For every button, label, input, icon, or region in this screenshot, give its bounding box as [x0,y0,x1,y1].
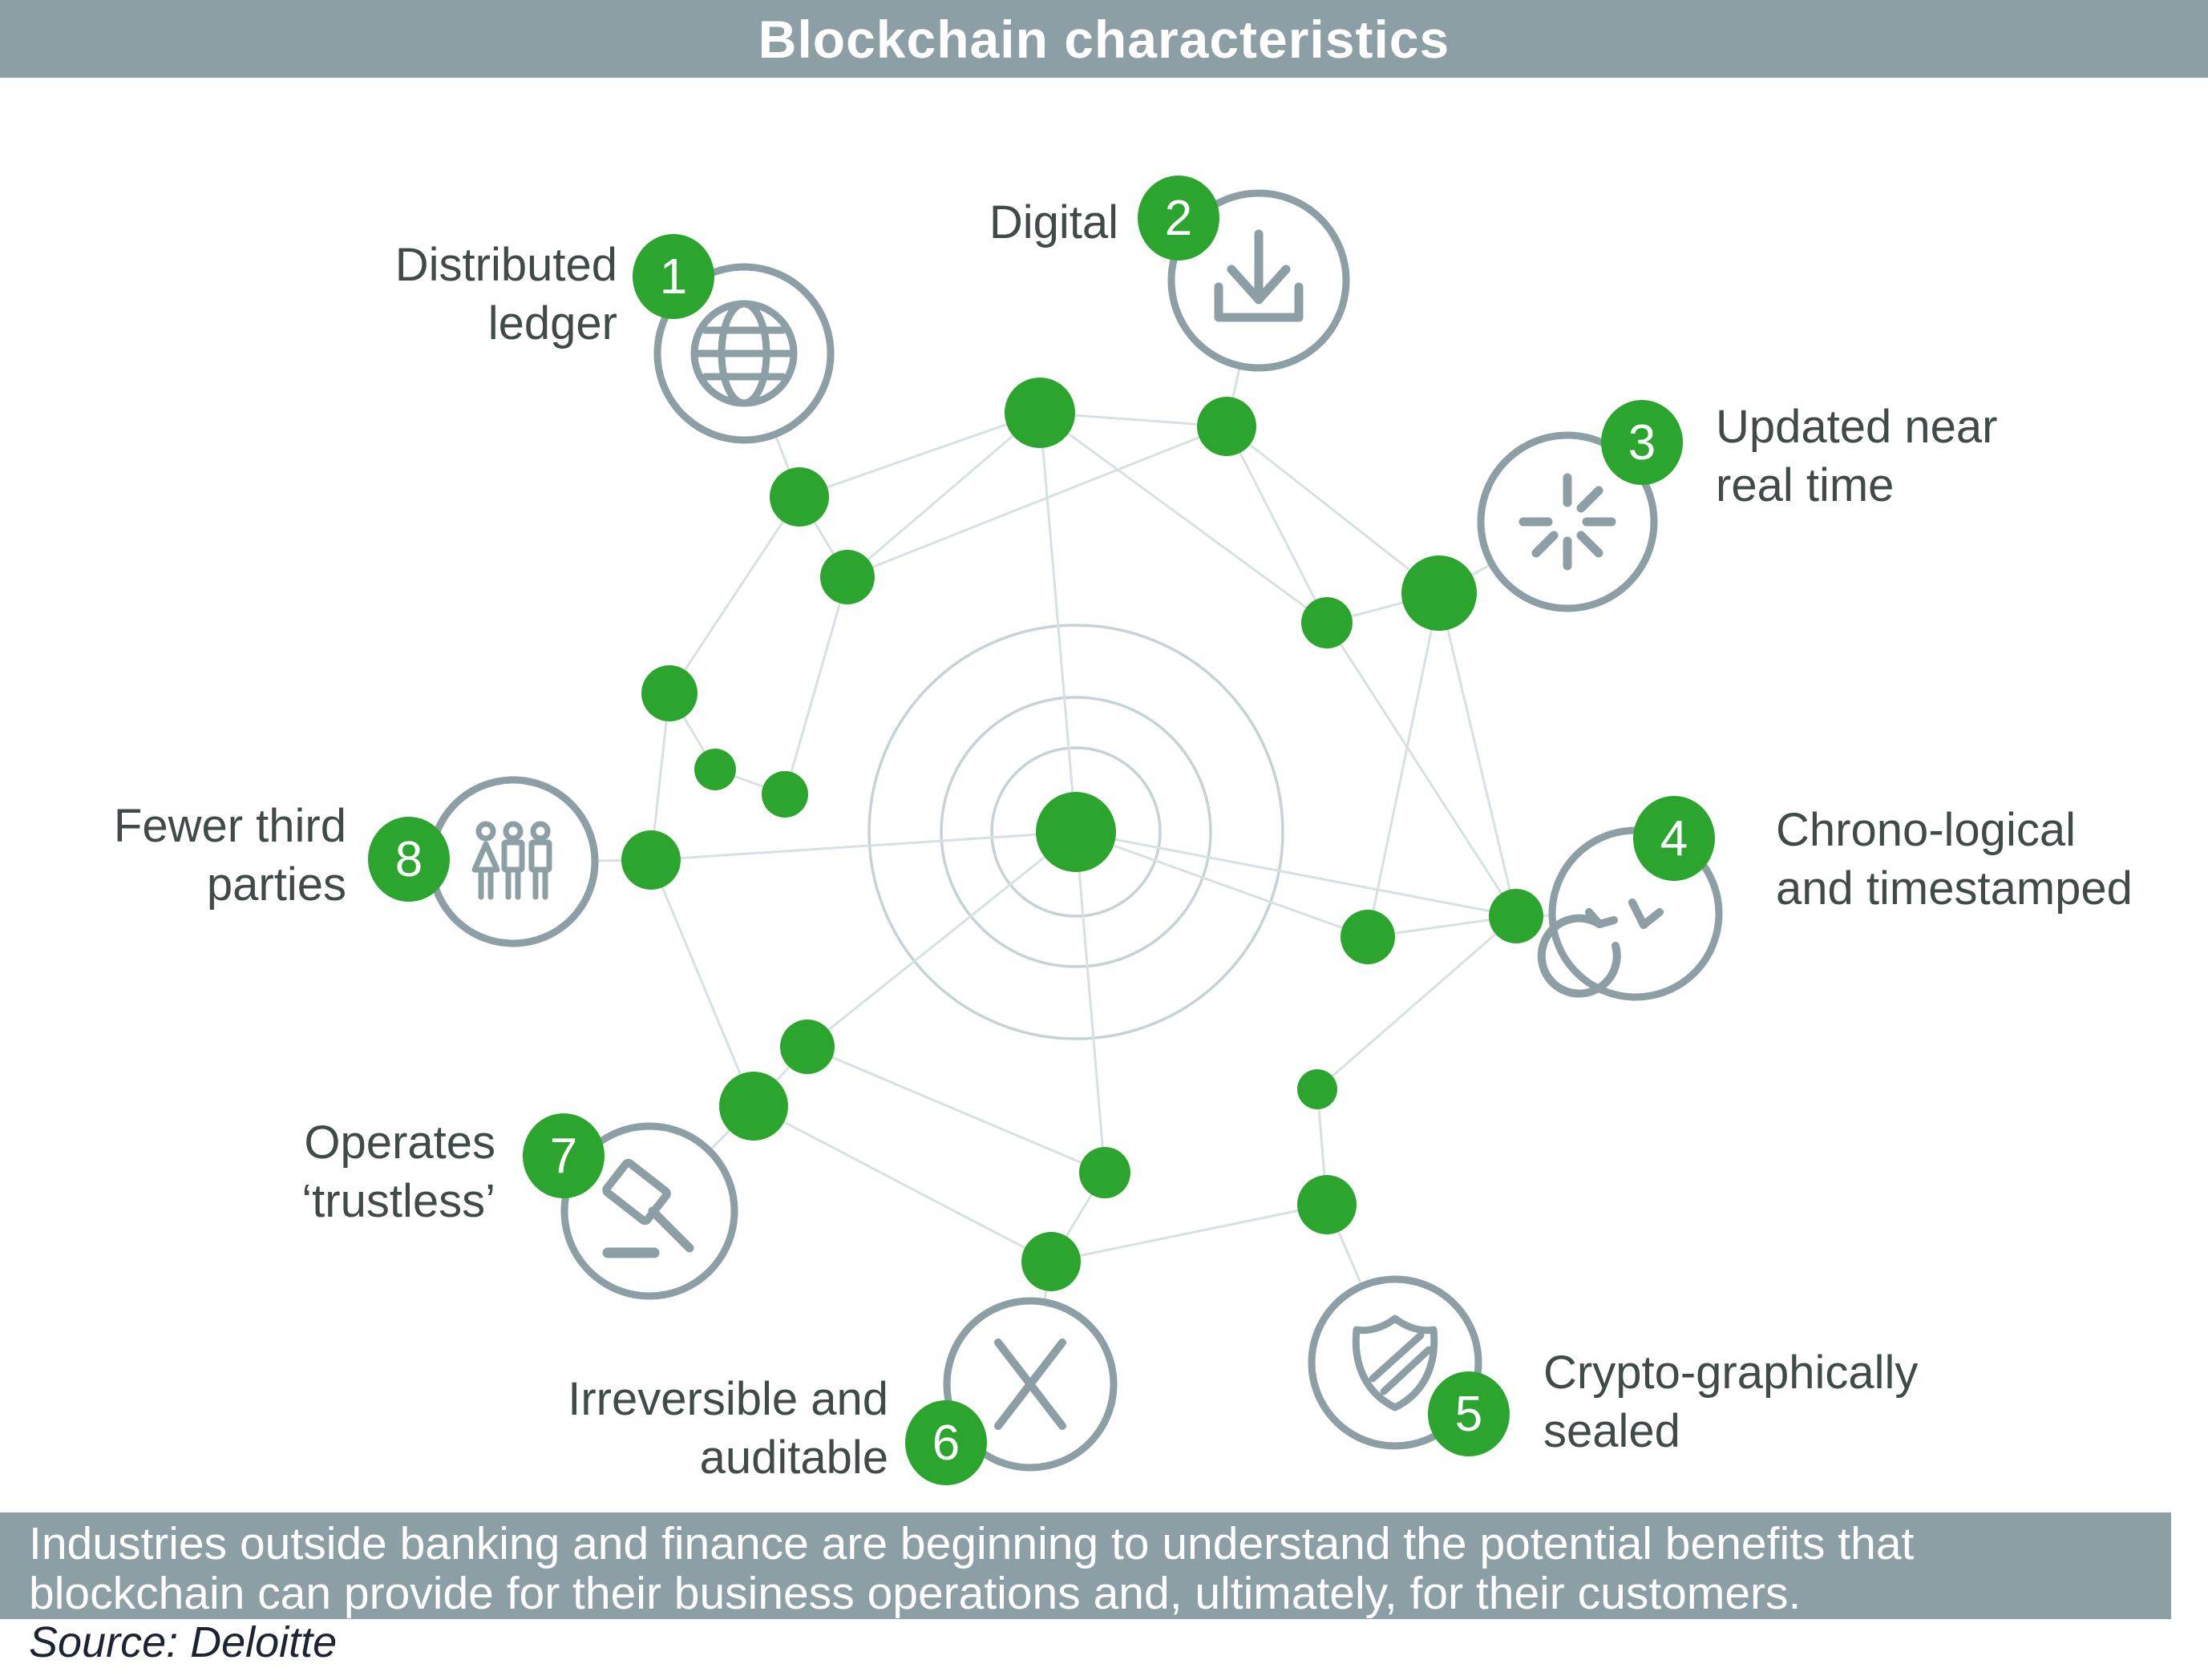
network-node [719,1072,788,1141]
network-node [621,830,681,890]
network-node [1297,1175,1357,1234]
source-credit: Source: Deloitte [29,1618,338,1666]
network-node [770,467,829,527]
badge-3: 3 [1601,400,1683,485]
label-cryptographically-sealed: Crypto-graphically sealed [1543,1347,1919,1457]
badge-number: 2 [1164,190,1193,246]
label-fewer-third-parties: Fewer third parties [113,800,346,911]
label-distributed-ledger: Distributed ledger [394,239,617,349]
badge-number: 7 [549,1128,578,1184]
concentric-rings [867,624,1284,1040]
network-node [1005,378,1075,448]
network-node [1341,910,1395,964]
network-node [820,550,875,604]
badge-number: 4 [1660,810,1688,866]
network-node [1401,555,1477,631]
label-chronological-timestamped: Chrono-logical and timestamped [1776,804,2133,915]
page-title: Blockchain characteristics [758,9,1450,69]
badge-number: 8 [394,831,423,887]
icon-layer [427,189,1723,1472]
badge-number: 1 [659,248,688,305]
badge-1: 1 [633,234,714,319]
network-node [762,771,808,818]
badge-5: 5 [1428,1371,1510,1456]
network-node [694,749,736,790]
label-operates-trustless: Operates ‘trustless’ [301,1117,495,1227]
badge-8: 8 [368,817,450,902]
gavel-icon [560,1122,738,1300]
people-icon [427,776,599,947]
badge-number: 5 [1454,1386,1483,1442]
network-node [1297,1069,1337,1109]
label-digital: Digital [989,196,1118,248]
network-node [780,1020,835,1074]
network-node [1301,597,1353,648]
network-node [1197,397,1256,456]
title-bar: Blockchain characteristics [0,0,2208,78]
badge-2: 2 [1138,176,1219,260]
center-node [1036,792,1116,872]
spinner-icon [1477,431,1658,612]
label-updated-near-real-time: Updated near real time [1716,401,1998,511]
network-node [1489,889,1543,943]
x-mark-icon [943,1297,1118,1472]
network-node [641,665,698,721]
badge-number: 6 [932,1415,960,1471]
footer-line: Industries outside banking and finance a… [29,1518,1915,1569]
label-irreversible-auditable: Irreversible and auditable [568,1373,888,1484]
badge-4: 4 [1633,796,1715,881]
globe-icon [653,263,835,444]
footer-banner: Industries outside banking and finance a… [0,1512,2171,1619]
footer-line: blockchain can provide for their busines… [29,1568,1802,1619]
network-node [1021,1232,1081,1291]
badge-6: 6 [905,1400,987,1485]
network-node [1079,1147,1130,1198]
network-nodes [621,378,1543,1291]
badge-7: 7 [523,1113,605,1198]
badge-number: 3 [1628,414,1656,470]
